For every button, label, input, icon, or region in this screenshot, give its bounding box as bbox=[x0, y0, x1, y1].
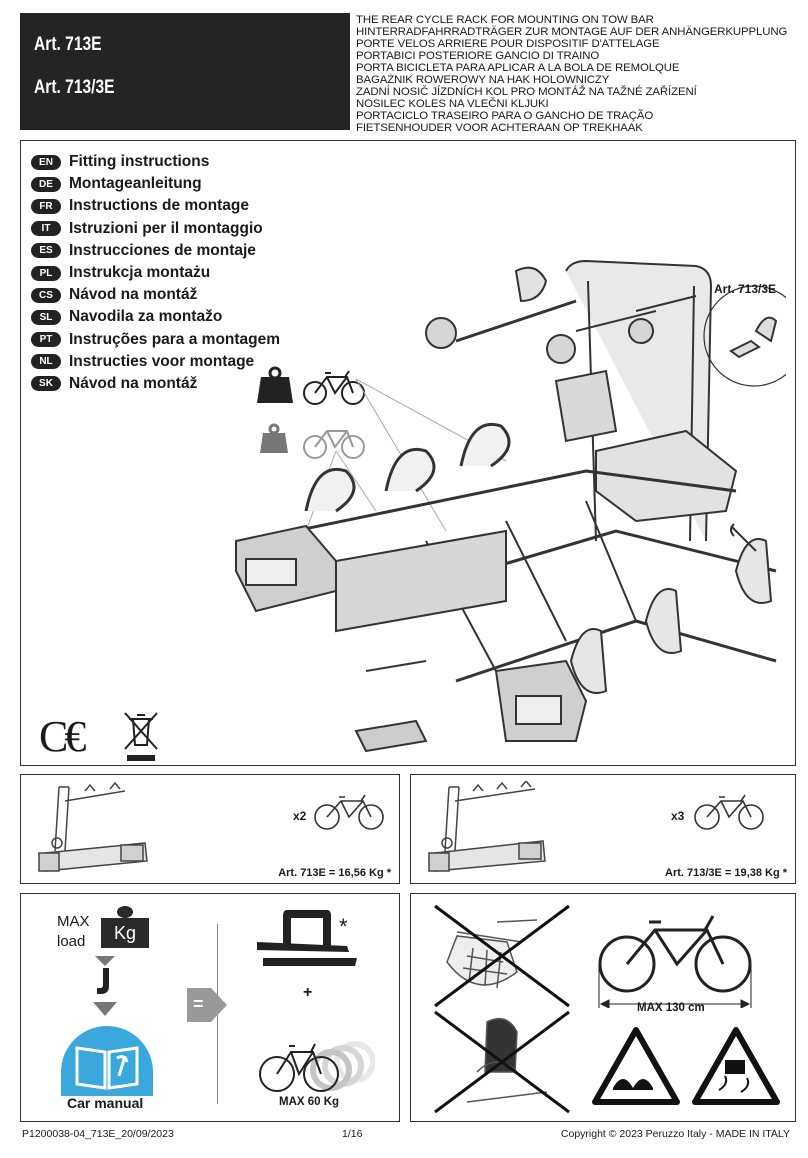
bike-icon bbox=[694, 794, 764, 830]
title-pt: PORTACICLO TRASEIRO PARA O GANCHO DE TRA… bbox=[356, 110, 654, 122]
weight-label: Art. 713E = 16,56 Kg * bbox=[278, 867, 391, 879]
kg-weight-icon: Kg bbox=[101, 918, 149, 948]
lang-row-fr: FR Instructions de montage bbox=[31, 195, 280, 217]
model-713-3e: Art. 713/3E bbox=[34, 77, 115, 98]
light-weight-icon bbox=[260, 423, 288, 453]
car-manual-icon bbox=[61, 1026, 153, 1096]
lang-label: Návod na montáž bbox=[69, 374, 198, 392]
copyright-text: Copyright © 2023 Peruzzo Italy - MADE IN… bbox=[560, 1128, 790, 1140]
no-accessories-icon bbox=[434, 904, 570, 1114]
lang-badge: FR bbox=[31, 198, 61, 214]
header-model-box: Art. 713E Art. 713/3E bbox=[20, 13, 350, 130]
lang-badge: PL bbox=[31, 265, 61, 281]
lang-label: Navodila za montažo bbox=[69, 308, 223, 326]
lang-row-sl: SL Navodila za montažo bbox=[31, 306, 280, 328]
load-label: load bbox=[57, 933, 86, 950]
bike-length-icon bbox=[598, 915, 752, 1008]
plus-sign: + bbox=[303, 984, 313, 1001]
lang-badge: IT bbox=[31, 221, 61, 237]
variant-panel-713-3e: x3 Art. 713/3E = 19,38 Kg * bbox=[410, 774, 796, 884]
title-fr: PORTE VELOS ARRIERE POUR DISPOSITIF D'AT… bbox=[356, 38, 660, 50]
asterisk-mark: * bbox=[339, 914, 348, 939]
rack-3-bike-icon bbox=[428, 781, 546, 872]
lang-label: Instruções para a montagem bbox=[69, 330, 281, 348]
variant-detail-label: Art. 713/3E bbox=[714, 282, 777, 296]
lang-badge: CS bbox=[31, 287, 61, 303]
lang-row-sk: SK Návod na montáž bbox=[31, 373, 280, 395]
lang-label: Instructions de montage bbox=[69, 197, 249, 215]
lang-row-en: EN Fitting instructions bbox=[31, 151, 280, 173]
bumpy-road-warning-icon bbox=[592, 1027, 680, 1105]
bike-rack-illustration bbox=[235, 259, 786, 753]
car-manual-label: Car manual bbox=[67, 1095, 144, 1111]
title-en: THE REAR CYCLE RACK FOR MOUNTING ON TOW … bbox=[356, 14, 654, 26]
bike-weight-icons bbox=[257, 366, 365, 459]
title-pl: BAGAŻNIK ROWEROWY NA HAK HOLOWNICZY bbox=[356, 74, 610, 86]
variant-panel-713e: x2 Art. 713E = 16,56 Kg * bbox=[20, 774, 400, 884]
lang-row-pl: PL Instrukcja montażu bbox=[31, 262, 280, 284]
lang-badge: SL bbox=[31, 309, 61, 325]
weee-bin-icon bbox=[124, 712, 158, 761]
lang-label: Návod na montáž bbox=[69, 286, 198, 304]
rack-2-bike-icon bbox=[38, 781, 148, 872]
weight-label: Art. 713/3E = 19,38 Kg * bbox=[665, 867, 787, 879]
lang-label: Instrucciones de montaje bbox=[69, 241, 256, 259]
rack-tray-icon bbox=[257, 910, 357, 966]
language-list: EN Fitting instructions DE Montageanleitun… bbox=[31, 151, 280, 395]
lang-badge: NL bbox=[31, 354, 61, 370]
bike-quantity: x3 bbox=[671, 809, 685, 823]
max-load-panel: MAX load Kg Car manual = * + bbox=[20, 893, 400, 1122]
equals-arrow-icon bbox=[187, 988, 227, 1022]
lang-badge: EN bbox=[31, 154, 61, 170]
lang-badge: DE bbox=[31, 176, 61, 192]
lang-label: Instrukcja montażu bbox=[69, 264, 211, 282]
max-length-label: MAX 130 cm bbox=[637, 1002, 705, 1014]
equals-sign: = bbox=[193, 994, 204, 1014]
arrow-down-icon bbox=[93, 956, 117, 1016]
page-number: 1/16 bbox=[342, 1128, 363, 1140]
title-sl: NOSILEC KOLES NA VLEČNI KLJUKI bbox=[356, 98, 549, 110]
lang-label: Instructies voor montage bbox=[69, 352, 255, 370]
title-cs: ZADNÍ NOSIČ JÍZDNÍCH KOL PRO MONTÁŽ NA T… bbox=[356, 86, 697, 98]
title-nl: FIETSENHOUDER VOOR ACHTERAAN OP TREKHAAK bbox=[356, 122, 643, 134]
lang-badge: ES bbox=[31, 243, 61, 259]
warnings-panel: MAX 130 cm bbox=[410, 893, 796, 1122]
lang-row-nl: NL Instructies voor montage bbox=[31, 351, 280, 373]
bike-quantity: x2 bbox=[293, 809, 307, 823]
model-713e: Art. 713E bbox=[34, 34, 102, 55]
slippery-road-warning-icon bbox=[692, 1027, 780, 1105]
main-illustration-frame: EN Fitting instructions DE Montageanleitun… bbox=[20, 140, 796, 766]
document-code: P1200038-04_713E_20/09/2023 bbox=[22, 1128, 174, 1140]
lang-row-it: IT Istruzioni per il montaggio bbox=[31, 218, 280, 240]
lang-row-es: ES Instrucciones de montaje bbox=[31, 240, 280, 262]
heavy-weight-icon bbox=[257, 366, 293, 403]
bike-icon bbox=[314, 794, 384, 830]
stacked-bikes-icon bbox=[259, 1041, 375, 1092]
lang-row-cs: CS Návod na montáž bbox=[31, 284, 280, 306]
ce-mark-icon: C€ bbox=[39, 712, 86, 761]
lang-row-de: DE Montageanleitung bbox=[31, 173, 280, 195]
title-it: PORTABICI POSTERIORE GANCIO DI TRAINO bbox=[356, 50, 600, 62]
lang-badge: SK bbox=[31, 376, 61, 392]
lang-label: Montageanleitung bbox=[69, 175, 202, 193]
max-label: MAX bbox=[57, 913, 90, 930]
title-de: HINTERRADFAHRRADTRÄGER ZUR MONTAGE AUF D… bbox=[356, 26, 788, 38]
lang-row-pt: PT Instruções para a montagem bbox=[31, 329, 280, 351]
lang-label: Fitting instructions bbox=[69, 153, 210, 171]
product-titles: THE REAR CYCLE RACK FOR MOUNTING ON TOW … bbox=[356, 14, 796, 134]
title-es: PORTA BICICLETA PARA APLICAR A LA BOLA D… bbox=[356, 62, 680, 74]
lang-badge: PT bbox=[31, 332, 61, 348]
lang-label: Istruzioni per il montaggio bbox=[69, 219, 263, 237]
max-weight-label: MAX 60 Kg bbox=[279, 1096, 340, 1108]
max-load-text: MAX load bbox=[57, 912, 90, 952]
weight-handle-icon bbox=[117, 906, 133, 918]
ebike-icon bbox=[303, 430, 365, 459]
